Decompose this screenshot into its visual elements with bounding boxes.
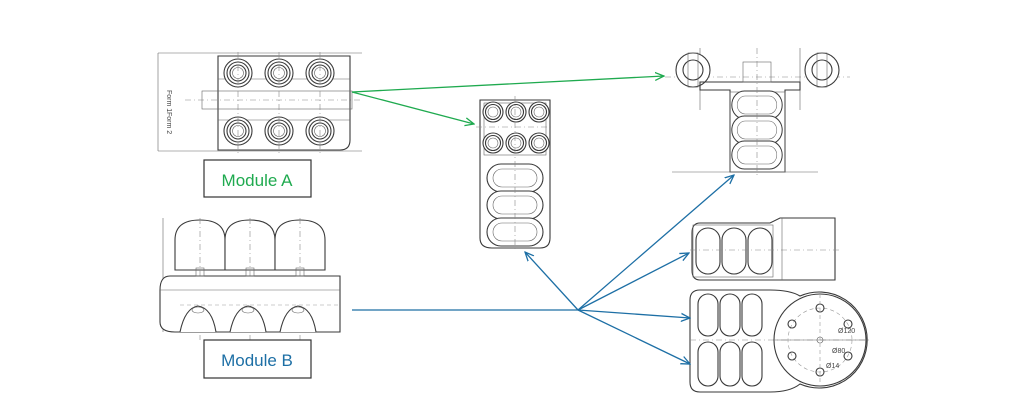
module-b-label: Module B: [221, 351, 293, 370]
module-b-arrows: [352, 175, 734, 364]
form-1-label: Form 1: [165, 90, 172, 112]
arrow-b-to-right-bottom-upper: [577, 309, 690, 318]
module-b-label-box: Module B: [203, 339, 312, 379]
arrow-b-to-right-bottom-lower: [577, 309, 690, 364]
top-right-assembly-drawing: [665, 48, 850, 178]
dimension-label-2: Ø80: [832, 348, 845, 355]
module-a-label-box: Module A: [203, 159, 312, 198]
right-middle-assembly-drawing: [690, 217, 840, 281]
center-assembly-drawing: [476, 96, 554, 252]
arrow-b-to-top-right: [577, 175, 734, 311]
arrow-a-to-center: [351, 91, 474, 124]
module-b-drawing: [159, 218, 341, 340]
dimension-label-3: Ø14: [826, 363, 839, 370]
right-bottom-assembly-drawing: Ø120 Ø80 Ø14: [689, 289, 870, 393]
dimension-label-1: Ø120: [838, 328, 855, 335]
module-a-label: Module A: [222, 171, 294, 190]
form-2-label: Form 2: [165, 112, 172, 134]
arrow-b-to-right-middle: [577, 253, 689, 311]
module-a-arrows: [351, 76, 664, 124]
arrow-a-to-top-right: [351, 76, 664, 93]
arrow-b-to-center: [525, 252, 579, 311]
module-a-drawing: Form 1 Form 2: [157, 52, 362, 156]
